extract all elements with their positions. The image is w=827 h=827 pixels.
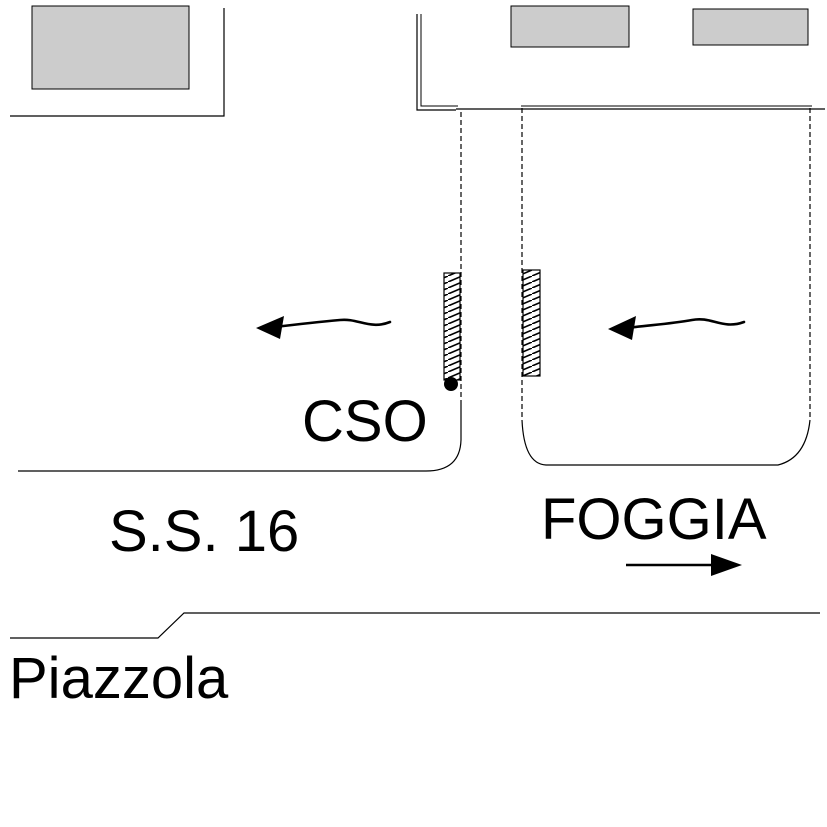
hatched-wall-left (443, 272, 461, 381)
building-top-right (692, 8, 809, 46)
wavy-arrow-left-icon (256, 316, 392, 339)
layby-label: Piazzola (9, 646, 229, 711)
road-label: S.S. 16 (109, 499, 299, 564)
direction-label: FOGGIA (541, 487, 767, 552)
road-edge-left (18, 400, 462, 472)
layby-boundary (10, 612, 820, 639)
lot-boundary-left (10, 8, 225, 117)
road-edge-right (521, 419, 811, 466)
lot-boundary-right-inner (420, 14, 458, 107)
cso-label: CSO (302, 389, 428, 454)
building-top-middle (510, 5, 630, 48)
lot-boundary-right (416, 14, 456, 111)
wavy-arrow-right-channel-icon (608, 316, 746, 340)
hatched-wall-right (522, 269, 541, 377)
cso-point-marker (444, 377, 458, 391)
building-top-left (31, 5, 190, 90)
arrow-right-icon (626, 554, 742, 576)
